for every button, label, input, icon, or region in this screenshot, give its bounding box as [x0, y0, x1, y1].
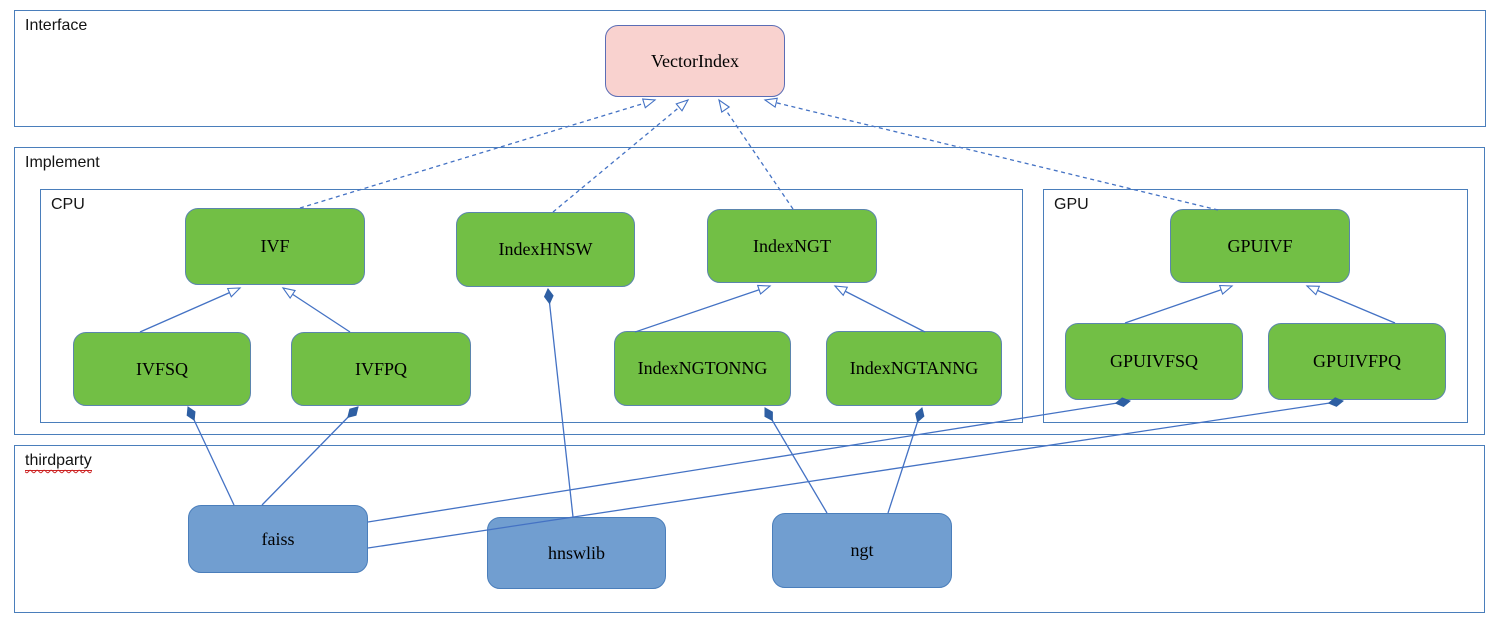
- node-indexngtonng: IndexNGTONNG: [614, 331, 791, 406]
- node-label-gpuivfpq: GPUIVFPQ: [1312, 351, 1402, 371]
- node-gpuivfsq: GPUIVFSQ: [1065, 323, 1243, 400]
- node-ivfsq: IVFSQ: [73, 332, 251, 406]
- node-label-vectorindex: VectorIndex: [651, 50, 739, 71]
- node-label-gpuivf: GPUIVF: [1227, 235, 1293, 256]
- node-label-ivfsq: IVFSQ: [135, 358, 188, 379]
- container-label-implement: Implement: [25, 154, 100, 171]
- node-ivf: IVF: [185, 208, 365, 285]
- node-indexngtanng: IndexNGTANNG: [826, 331, 1002, 406]
- node-label-indexhnsw: IndexHNSW: [498, 239, 593, 259]
- node-faiss: faiss: [188, 505, 368, 573]
- node-label-ngt: ngt: [850, 540, 874, 560]
- node-indexngt: IndexNGT: [707, 209, 877, 283]
- node-gpuivf: GPUIVF: [1170, 209, 1350, 283]
- node-label-indexngtanng: IndexNGTANNG: [849, 358, 979, 378]
- node-ivfpq: IVFPQ: [291, 332, 471, 406]
- node-indexhnsw: IndexHNSW: [456, 212, 635, 287]
- node-ngt: ngt: [772, 513, 952, 588]
- node-vectorindex: VectorIndex: [605, 25, 785, 97]
- node-gpuivfpq: GPUIVFPQ: [1268, 323, 1446, 400]
- node-label-gpuivfsq: GPUIVFSQ: [1109, 351, 1199, 371]
- container-label-cpu: CPU: [51, 196, 85, 213]
- container-label-thirdparty: thirdparty: [25, 452, 92, 471]
- container-label-interface: Interface: [25, 17, 88, 34]
- node-label-faiss: faiss: [261, 528, 295, 549]
- node-label-indexngt: IndexNGT: [753, 235, 831, 256]
- node-label-indexngtonng: IndexNGTONNG: [637, 358, 768, 378]
- node-label-hnswlib: hnswlib: [547, 542, 605, 563]
- container-label-gpu: GPU: [1054, 196, 1089, 213]
- node-hnswlib: hnswlib: [487, 517, 666, 589]
- node-label-ivfpq: IVFPQ: [354, 358, 407, 379]
- node-label-ivf: IVF: [260, 236, 290, 256]
